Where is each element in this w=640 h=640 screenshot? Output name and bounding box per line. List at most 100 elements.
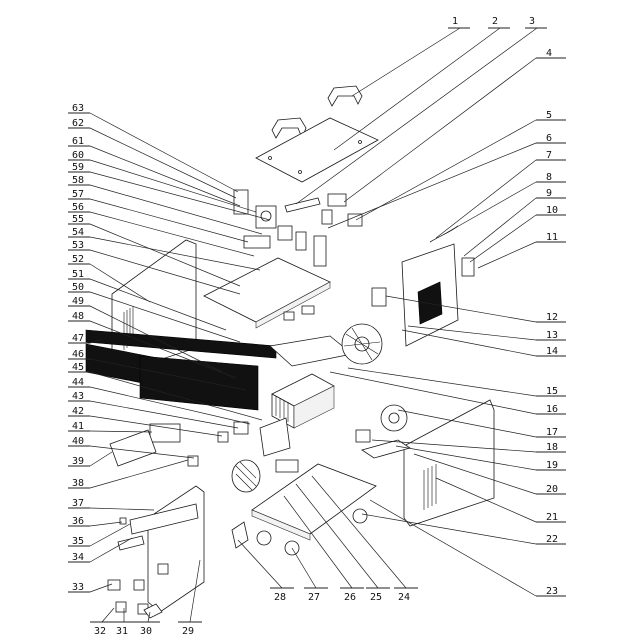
callout-36: 36 [68,516,123,527]
callout-label: 25 [370,592,382,603]
callout-30: 30 [136,611,160,637]
leader-line [343,57,537,203]
leader-line [89,583,113,593]
callout-8: 8 [447,172,566,233]
leader-line [413,453,537,495]
leader-line [291,547,317,589]
callout-label: 10 [546,205,558,216]
callout-31: 31 [112,608,136,637]
callout-51: 51 [68,269,227,331]
callout-label: 6 [546,133,552,144]
leader-line [407,325,537,341]
leader-line [237,539,283,589]
callout-29: 29 [178,559,202,637]
leader-line [361,513,537,545]
callout-60: 60 [68,150,257,213]
callout-61: 61 [68,136,241,207]
cooling-fan [341,323,383,365]
leader-line [89,198,249,243]
rear-panel [401,243,459,347]
leader-line [89,159,257,213]
callout-12: 12 [385,295,566,323]
leader-line [385,295,537,323]
leader-line [89,184,263,235]
callout-18: 18 [371,439,566,453]
callout-37: 37 [68,498,155,511]
leader-line [351,27,461,97]
callout-label: 5 [546,110,552,121]
callout-38: 38 [68,459,189,489]
callout-label: 35 [72,536,84,547]
callout-label: 28 [274,592,286,603]
leader-line [463,197,537,257]
callout-42: 42 [68,406,223,437]
callout-7: 7 [435,150,566,239]
callout-4: 4 [343,48,566,203]
callout-56: 56 [68,202,255,257]
pcb-plate [109,429,157,467]
callout-label: 26 [344,592,356,603]
leader-line [327,142,537,229]
callout-34: 34 [68,537,133,563]
leader-line [369,499,537,597]
callout-33: 33 [68,582,113,593]
leader-line [89,263,151,303]
callout-label: 47 [72,333,84,344]
leader-line [89,451,113,467]
callout-25: 25 [295,483,390,603]
leader-line [295,483,379,589]
callout-24: 24 [311,475,418,603]
front-panel [107,485,205,613]
callout-label: 38 [72,478,84,489]
callout-label: 49 [72,296,84,307]
leader-line [101,607,115,623]
toroid-coil [231,459,261,493]
callout-label: 11 [546,232,558,243]
callout-35: 35 [68,523,131,547]
callout-label: 56 [72,202,84,213]
callout-label: 15 [546,386,558,397]
callout-57: 57 [68,189,249,243]
callout-label: 44 [72,377,84,388]
callout-label: 58 [72,175,84,186]
callout-62: 62 [68,118,237,199]
output-group [355,404,411,459]
callout-45: 45 [68,362,263,421]
callout-19: 19 [395,445,566,471]
callout-46: 46 [68,349,247,391]
callout-11: 11 [477,232,566,269]
callout-21: 21 [435,477,566,523]
callout-43: 43 [68,391,239,429]
callout-15: 15 [347,367,566,397]
leader-line [401,329,537,357]
callout-13: 13 [407,325,566,341]
callout-32: 32 [90,607,115,637]
callout-55: 55 [68,214,241,287]
callout-label: 32 [94,626,106,637]
right-side-panel [403,399,495,527]
callout-39: 39 [68,451,113,467]
callout-label: 7 [546,150,552,161]
leader-line [89,249,241,295]
callout-label: 23 [546,586,558,597]
leader-line [477,241,537,269]
callout-label: 42 [72,406,84,417]
leader-line [89,320,237,379]
leader-line [397,409,537,438]
callout-label: 13 [546,330,558,341]
callout-label: 57 [72,189,84,200]
callout-label: 41 [72,421,84,432]
leader-line [89,236,261,271]
callout-label: 62 [72,118,84,129]
callout-label: 12 [546,312,558,323]
callout-59: 59 [68,162,271,221]
callout-label: 51 [72,269,84,280]
parts-drawing [85,85,495,619]
callout-label: 24 [398,592,410,603]
leader-line [371,439,537,453]
callout-28: 28 [237,539,294,603]
callout-label: 55 [72,214,84,225]
callout-label: 37 [72,498,84,509]
leader-line [395,445,537,471]
bracket-parts [284,193,363,227]
